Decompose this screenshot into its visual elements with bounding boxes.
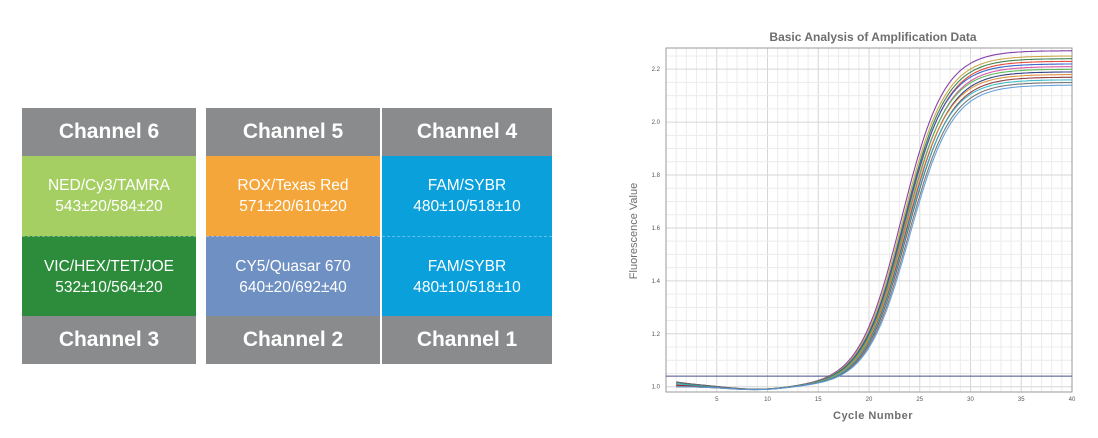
y-tick-label: 1.2: [652, 332, 661, 338]
y-axis-title: Fluorescence Value: [628, 182, 640, 280]
amplification-curve: [676, 60, 1072, 390]
dye-wavelength: 571±20/610±20: [239, 198, 347, 215]
amplification-curve: [676, 71, 1073, 390]
dye-wavelength: 480±10/518±10: [413, 198, 521, 215]
dye-name: NED/Cy3/TAMRA: [47, 177, 170, 194]
dye-name: CY5/Quasar 670: [235, 257, 351, 275]
channel-column-3: Channel 4 FAM/SYBR 480±10/518±10 FAM/SYB…: [382, 108, 552, 364]
dye-cell-bottom: VIC/HEX/TET/JOE 532±10/564±20: [22, 236, 196, 316]
dye-name: FAM/SYBR: [427, 177, 507, 194]
channel-column-2: Channel 5 ROX/Texas Red 571±20/610±20 CY…: [206, 108, 380, 364]
dye-cell-bottom: CY5/Quasar 670 640±20/692±40: [206, 236, 380, 316]
amplification-chart: Basic Analysis of Amplification Data Flu…: [620, 30, 1080, 425]
y-tick-label: 1.4: [652, 279, 661, 285]
dye-wavelength: 543±20/584±20: [55, 198, 163, 215]
dye-cell-top: NED/Cy3/TAMRA 543±20/584±20: [22, 156, 196, 236]
amplification-curve: [676, 68, 1072, 390]
y-tick-label: 1.0: [652, 385, 661, 391]
dye-name: FAM/SYBR: [427, 257, 507, 275]
amplification-curve: [676, 63, 1072, 391]
channel-header-bottom: Channel 3: [22, 316, 196, 364]
x-axis-title: Cycle Number: [833, 410, 913, 422]
channel-table: Channel 6 NED/Cy3/TAMRA 543±20/584±20 VI…: [22, 108, 552, 364]
x-tick-label: 35: [1018, 397, 1025, 403]
dye-name: ROX/Texas Red: [237, 177, 349, 194]
plot-frame: [665, 47, 1073, 393]
y-tick-label: 2.2: [652, 67, 661, 73]
dye-wavelength: 640±20/692±40: [239, 278, 347, 296]
dye-wavelength: 480±10/518±10: [413, 278, 521, 296]
x-tick-label: 30: [967, 397, 974, 403]
channel-header-top: Channel 4: [382, 108, 552, 156]
channel-header-bottom: Channel 1: [382, 316, 552, 364]
amplification-plot: 5 10 15 20 25 30 35 40 1.0 1.2 1.4 1.6 1.8 2.0 2.2: [652, 47, 1076, 403]
dye-cell-top: ROX/Texas Red 571±20/610±20: [206, 156, 380, 236]
amplification-curve: [676, 76, 1073, 391]
dye-cell-bottom: FAM/SYBR 480±10/518±10: [382, 236, 552, 316]
chart-title: Basic Analysis of Amplification Data: [769, 30, 977, 44]
channel-header-top: Channel 5: [206, 108, 380, 156]
amplification-curve: [676, 84, 1072, 391]
y-tick-label: 1.6: [652, 226, 661, 232]
y-tick-label: 2.0: [652, 120, 661, 126]
amplification-curve: [676, 81, 1073, 390]
channel-header-top: Channel 6: [22, 108, 196, 156]
x-tick-label: 10: [764, 397, 771, 403]
x-tick-label: 5: [715, 397, 719, 403]
channel-header-bottom: Channel 2: [206, 316, 380, 364]
x-tick-label: 40: [1069, 397, 1076, 403]
dye-name: VIC/HEX/TET/JOE: [43, 257, 175, 275]
x-tick-label: 15: [815, 397, 822, 403]
x-tick-label: 20: [866, 397, 873, 403]
dye-cell-top: FAM/SYBR 480±10/518±10: [382, 156, 552, 236]
x-tick-label: 25: [916, 397, 923, 403]
y-tick-label: 1.8: [652, 173, 661, 179]
channel-column-1: Channel 6 NED/Cy3/TAMRA 543±20/584±20 VI…: [22, 108, 196, 364]
amplification-curve: [676, 79, 1072, 390]
dye-wavelength: 532±10/564±20: [55, 278, 163, 296]
